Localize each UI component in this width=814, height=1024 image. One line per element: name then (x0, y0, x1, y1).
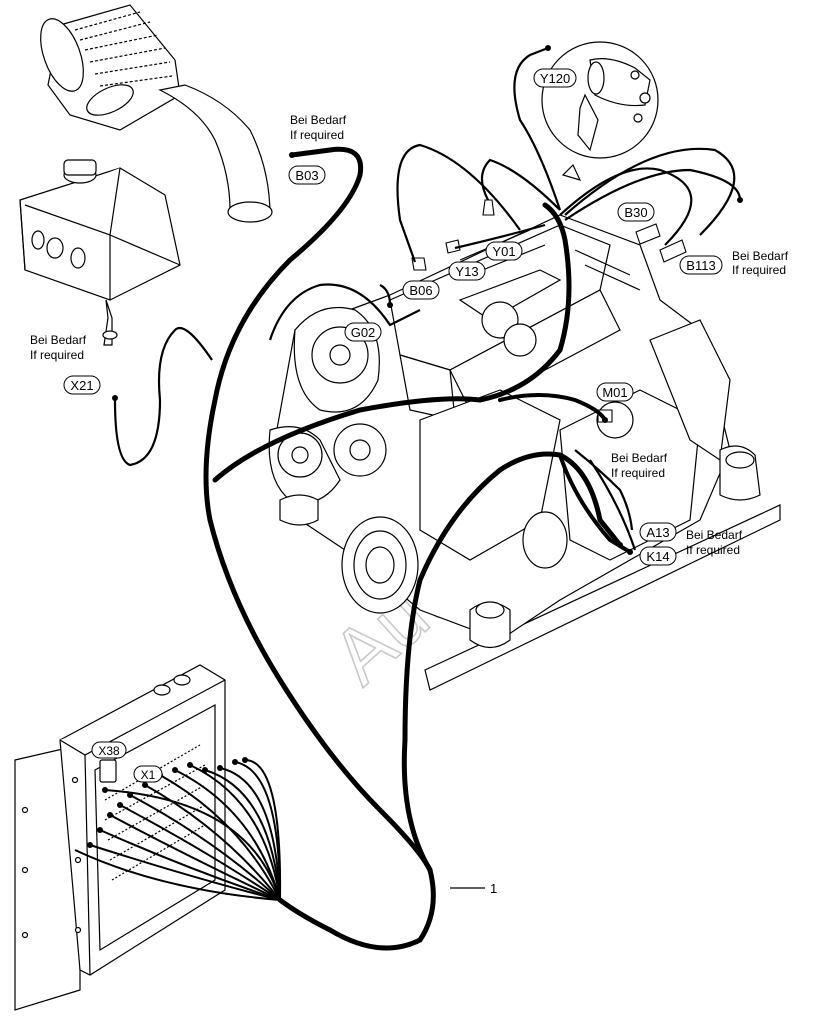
y120-detail-callout (541, 41, 659, 181)
cabinet-wire-fanout (74, 759, 282, 901)
note-b03-en: If required (290, 128, 344, 142)
label-k14: K14 (646, 549, 669, 564)
label-y01: Y01 (492, 244, 515, 259)
control-cabinet-drawing (14, 664, 226, 1011)
note-a13-de: Bei Bedarf (686, 528, 743, 542)
label-b113: B113 (686, 258, 715, 273)
label-x21: X21 (70, 378, 93, 393)
thin-cables (113, 46, 742, 551)
label-y120: Y120 (540, 71, 570, 86)
note-m01-en: If required (611, 466, 665, 480)
coolant-tank-drawing (19, 159, 181, 346)
label-g02: G02 (351, 325, 376, 340)
air-filter-drawing (40, 4, 273, 223)
component-tags (63, 68, 723, 783)
label-x38: X38 (98, 744, 120, 758)
note-m01-de: Bei Bedarf (611, 451, 668, 465)
note-b113-en: If required (732, 263, 786, 277)
label-item-1: 1 (490, 881, 497, 896)
note-b113-de: Bei Bedarf (732, 249, 789, 263)
label-x1: X1 (141, 768, 156, 782)
note-x21-de: Bei Bedarf (30, 333, 87, 347)
label-b30: B30 (624, 205, 647, 220)
note-b03-de: Bei Bedarf (290, 113, 347, 127)
label-m01: M01 (602, 385, 627, 400)
note-x21-en: If required (30, 348, 84, 362)
main-harness (203, 146, 632, 951)
label-b03: B03 (295, 168, 318, 183)
label-b06: B06 (409, 283, 432, 298)
label-a13: A13 (646, 525, 669, 540)
label-y13: Y13 (455, 264, 478, 279)
note-a13-en: If required (686, 543, 740, 557)
